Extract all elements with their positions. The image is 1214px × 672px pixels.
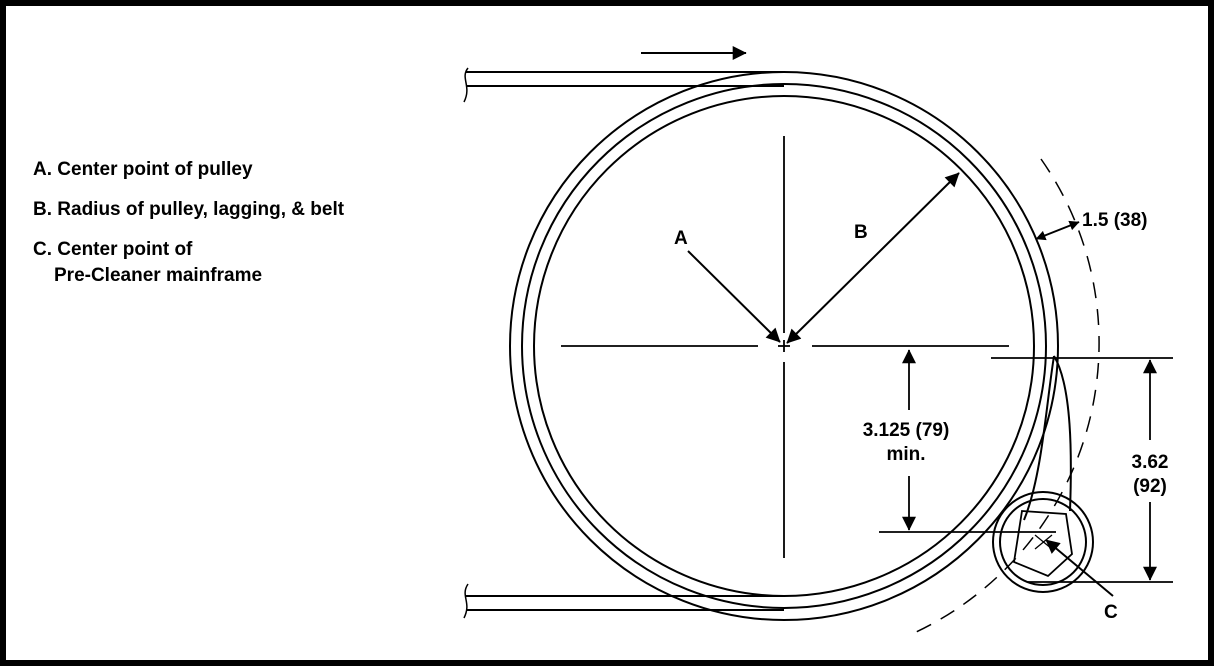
min-offset-label-line1: 3.125 (79) bbox=[863, 420, 950, 441]
extension-lines bbox=[879, 357, 1173, 583]
belt-bottom bbox=[463, 583, 784, 619]
pulley-diagram: A B C 1.5 (38) 3.125 (79) min. 3.62 (92) bbox=[463, 46, 1173, 634]
clearance-dimension-arrow bbox=[1035, 220, 1080, 241]
leader-a bbox=[687, 250, 781, 343]
cleaner-assembly bbox=[992, 491, 1094, 593]
mainframe-offset-label-line2: (92) bbox=[1133, 476, 1167, 497]
legend-item-c-line2: Pre-Cleaner mainframe bbox=[54, 265, 263, 286]
pulley-circle bbox=[533, 95, 1035, 597]
lagging-circle bbox=[521, 83, 1047, 609]
legend-item-c-line1: C. Center point of bbox=[33, 239, 193, 260]
clearance-label: 1.5 (38) bbox=[1082, 210, 1147, 231]
min-offset-label-line2: min. bbox=[886, 444, 925, 465]
label-c: C bbox=[1104, 602, 1118, 623]
belt-top bbox=[463, 67, 784, 103]
radius-b-arrow bbox=[786, 172, 960, 344]
belt-circle bbox=[509, 71, 1059, 621]
mainframe-arm bbox=[1023, 355, 1072, 521]
leader-c bbox=[1045, 539, 1114, 597]
legend-item-a: A. Center point of pulley bbox=[33, 159, 253, 180]
pulley-centerlines bbox=[561, 136, 1009, 558]
legend-item-b: B. Radius of pulley, lagging, & belt bbox=[33, 199, 345, 220]
mainframe-offset-label-line1: 3.62 bbox=[1132, 452, 1169, 473]
label-b: B bbox=[854, 222, 868, 243]
legend: A. Center point of pulley B. Radius of p… bbox=[33, 157, 344, 289]
label-a: A bbox=[674, 228, 688, 249]
